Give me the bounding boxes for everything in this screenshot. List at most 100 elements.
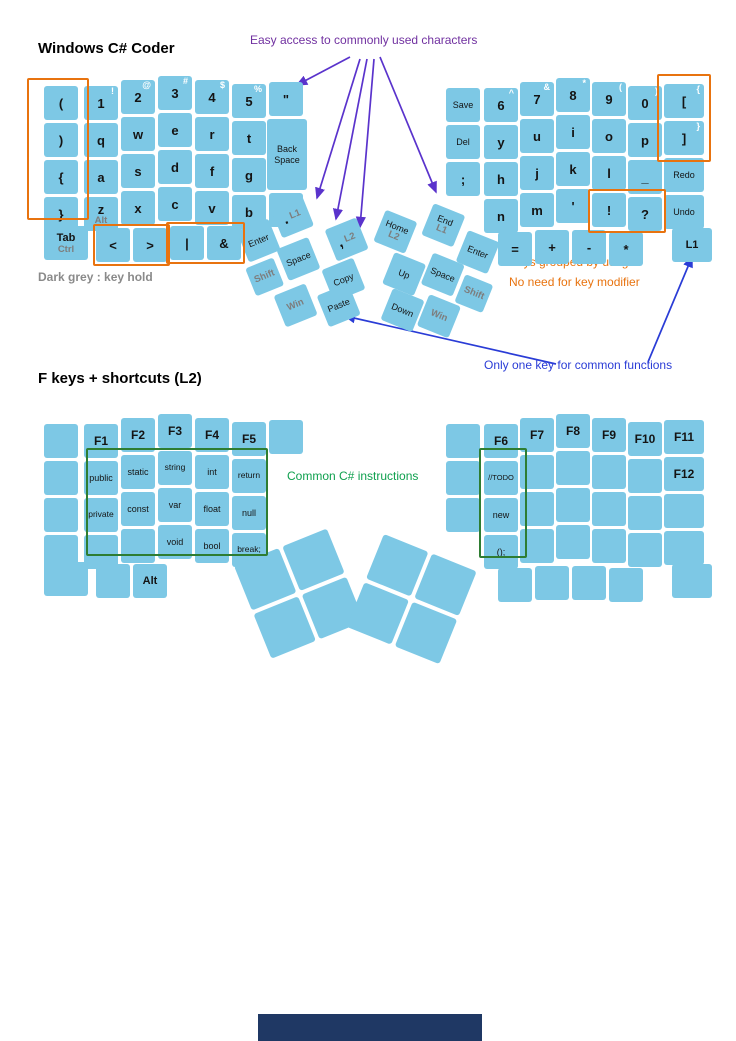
key-symbol[interactable]: - — [572, 230, 606, 264]
key-r[interactable]: r — [195, 117, 229, 151]
key-blank[interactable] — [628, 496, 662, 530]
key-3[interactable]: #3 — [158, 76, 192, 110]
key-g[interactable]: g — [232, 158, 266, 192]
key-9[interactable]: (9 — [592, 82, 626, 116]
key-f9[interactable]: F9 — [592, 418, 626, 452]
key-symbol[interactable]: .L1 — [269, 194, 315, 239]
key-blank[interactable] — [96, 564, 130, 598]
key-f10[interactable]: F10 — [628, 422, 662, 456]
key-symbol[interactable]: (); — [484, 535, 518, 569]
key-blank[interactable] — [121, 529, 155, 563]
key-int[interactable]: int — [195, 455, 229, 489]
key-symbol[interactable]: ) — [44, 123, 78, 157]
key-symbol[interactable]: ' — [556, 189, 590, 223]
key-o[interactable]: o — [592, 119, 626, 153]
key-m[interactable]: m — [520, 193, 554, 227]
key-const[interactable]: const — [121, 492, 155, 526]
key-private[interactable]: private — [84, 498, 118, 532]
key-symbol[interactable]: ( — [44, 86, 78, 120]
key-symbol[interactable]: * — [609, 232, 643, 266]
key-blank[interactable] — [446, 498, 480, 532]
key-blank[interactable] — [556, 451, 590, 485]
key-5[interactable]: %5 — [232, 84, 266, 118]
key-f7[interactable]: F7 — [520, 418, 554, 452]
key-blank[interactable] — [44, 424, 78, 458]
key-blank[interactable] — [609, 568, 643, 602]
key-blank[interactable] — [520, 492, 554, 526]
key-del[interactable]: Del — [446, 125, 480, 159]
key-blank[interactable] — [592, 529, 626, 563]
key-j[interactable]: j — [520, 156, 554, 190]
key-0[interactable]: )0 — [628, 86, 662, 120]
key-todo[interactable]: //TODO — [484, 461, 518, 495]
key-w[interactable]: w — [121, 117, 155, 151]
key-new[interactable]: new — [484, 498, 518, 532]
key-null[interactable]: null — [232, 496, 266, 530]
key-4[interactable]: $4 — [195, 80, 229, 114]
key-blank[interactable] — [269, 420, 303, 454]
key-blank[interactable] — [520, 455, 554, 489]
key-var[interactable]: var — [158, 488, 192, 522]
key-t[interactable]: t — [232, 121, 266, 155]
key-f[interactable]: f — [195, 154, 229, 188]
key-blank[interactable] — [628, 459, 662, 493]
key-f3[interactable]: F3 — [158, 414, 192, 448]
key-e[interactable]: e — [158, 113, 192, 147]
key-symbol[interactable]: ? — [628, 197, 662, 231]
key-string[interactable]: string — [158, 451, 192, 485]
key-space[interactable]: Space — [276, 236, 321, 282]
key-7[interactable]: &7 — [520, 82, 554, 116]
key-public[interactable]: public — [84, 461, 118, 495]
key-back-space[interactable]: Back Space — [267, 119, 307, 190]
key-8[interactable]: *8 — [556, 78, 590, 112]
key-s[interactable]: s — [121, 154, 155, 188]
key-u[interactable]: u — [520, 119, 554, 153]
key-symbol[interactable]: _ — [628, 160, 662, 194]
key-blank[interactable] — [446, 424, 480, 458]
key-symbol[interactable]: { — [44, 160, 78, 194]
key-f1[interactable]: F1 — [84, 424, 118, 458]
key-up[interactable]: Up — [381, 251, 427, 297]
key-blank[interactable] — [535, 566, 569, 600]
key-2[interactable]: @2 — [121, 80, 155, 114]
key-blank[interactable] — [664, 494, 704, 528]
key-blank[interactable] — [498, 568, 532, 602]
key-blank[interactable] — [556, 525, 590, 559]
key-static[interactable]: static — [121, 455, 155, 489]
key-blank[interactable] — [556, 488, 590, 522]
key-h[interactable]: h — [484, 162, 518, 196]
key-k[interactable]: k — [556, 152, 590, 186]
key-f11[interactable]: F11 — [664, 420, 704, 454]
key-f2[interactable]: F2 — [121, 418, 155, 452]
key-symbol[interactable]: } — [44, 197, 78, 231]
key-blank[interactable] — [672, 564, 712, 598]
key-blank[interactable] — [592, 492, 626, 526]
key-enter[interactable]: Enter — [236, 218, 281, 263]
key-blank[interactable] — [592, 455, 626, 489]
key-redo[interactable]: Redo — [664, 158, 704, 192]
key-f5[interactable]: F5 — [232, 422, 266, 456]
key-f6[interactable]: F6 — [484, 424, 518, 458]
key-void[interactable]: void — [158, 525, 192, 559]
key-blank[interactable] — [44, 562, 88, 596]
key-undo[interactable]: Undo — [664, 195, 704, 229]
key-q[interactable]: q — [84, 123, 118, 157]
key-float[interactable]: float — [195, 492, 229, 526]
key-bool[interactable]: bool — [195, 529, 229, 563]
key-symbol[interactable]: & — [207, 226, 241, 260]
key-symbol[interactable]: {[ — [664, 84, 704, 118]
key-blank[interactable] — [628, 533, 662, 567]
key-symbol[interactable]: ! — [592, 193, 626, 227]
key-symbol[interactable]: | — [170, 226, 204, 260]
key-c[interactable]: c — [158, 187, 192, 221]
key-symbol[interactable]: > — [133, 228, 167, 262]
key-blank[interactable] — [664, 531, 704, 565]
key-win[interactable]: Win — [273, 283, 318, 328]
key-6[interactable]: ^6 — [484, 88, 518, 122]
key-save[interactable]: Save — [446, 88, 480, 122]
key-y[interactable]: y — [484, 125, 518, 159]
key-1[interactable]: !1 — [84, 86, 118, 120]
